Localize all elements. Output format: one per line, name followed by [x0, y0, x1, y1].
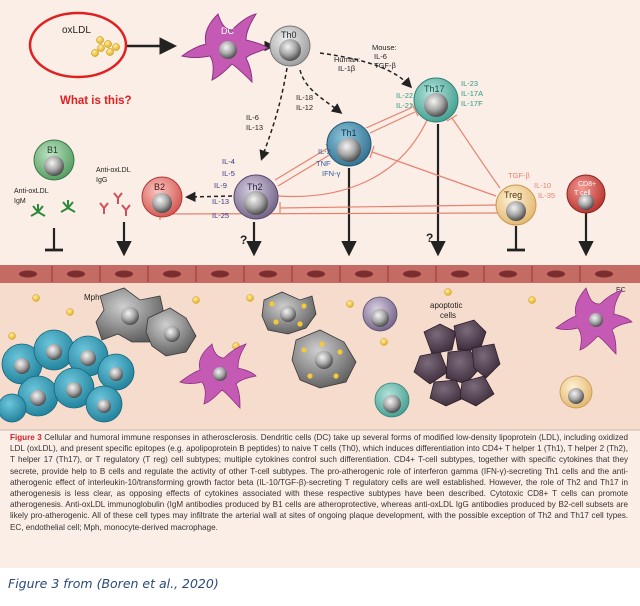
dc-right-nucleus	[589, 313, 603, 327]
mouse-tgfb-label: TGF-β	[374, 61, 396, 70]
macrophage-1-nucleus	[121, 307, 139, 325]
th2-in-plaque-nucleus	[371, 309, 389, 327]
monocyte-nuclei	[14, 344, 123, 413]
th0-nucleus	[279, 39, 301, 61]
treg-th2-inhibit-line	[279, 204, 497, 209]
th1-tnf-label: TNF	[316, 159, 331, 168]
human-il1b-label: IL-1β	[338, 64, 356, 73]
th0-to-th1-arrow	[299, 69, 343, 114]
human-label: Human:	[334, 55, 360, 64]
th2-th1-inhibit-line-2	[277, 153, 332, 187]
apoptotic-label-2: cells	[440, 311, 456, 320]
th2-th17-inhibit-curve	[277, 117, 429, 198]
apoptotic-cell-cluster	[413, 319, 501, 407]
th0-to-th17-arrow	[319, 52, 413, 89]
il12-label: IL-12	[296, 103, 313, 112]
b1-antibody-label-2: IgM	[14, 198, 26, 205]
th1-th17-inhibit-bar	[411, 103, 419, 117]
il17a-label: IL-17A	[461, 89, 483, 98]
caption-figure-label: Figure 3	[10, 433, 42, 442]
foam-cell-2-nucleus	[315, 351, 333, 369]
il13-label: IL-13	[246, 123, 263, 132]
th2-nucleus	[244, 191, 268, 215]
th1-il2-label: IL-2	[318, 147, 331, 156]
b2-nucleus	[152, 193, 172, 213]
oxldl-highlight-oval	[28, 11, 128, 79]
dc-in-plaque-nucleus	[213, 367, 227, 381]
treg-b2-inhibit-line	[159, 212, 499, 215]
il17f-label: IL-17F	[461, 99, 483, 108]
th17-label: Th17	[424, 84, 445, 94]
treg-il10-label: IL-10	[534, 181, 551, 190]
treg-tgfb-label: TGF-β	[508, 171, 530, 180]
figure-source: Figure 3 from (Boren et al., 2020)	[8, 576, 219, 591]
th1-th17-inhibit-line-2	[365, 107, 412, 129]
il23-label: IL-23	[461, 79, 478, 88]
mouse-label: Mouse:	[372, 43, 397, 52]
caption-box: Figure 3 Cellular and humoral immune res…	[10, 432, 628, 566]
th0-label: Th0	[281, 30, 297, 40]
th2-il13-label: IL-13	[212, 197, 229, 206]
b2-antibody-label-1: Anti-oxLDL	[96, 167, 131, 174]
b1-antibody-label-1: Anti-oxLDL	[14, 188, 49, 195]
th2-il5-label: IL-5	[222, 169, 235, 178]
igg-antibodies	[99, 192, 131, 216]
foam-lipid-droplets	[269, 301, 343, 379]
th2-to-b2-arrow	[185, 191, 233, 203]
th17-in-plaque-nucleus	[383, 395, 401, 413]
oxldl-label: oxLDL	[62, 25, 91, 36]
th2-il25-label: IL-25	[212, 211, 229, 220]
question-label: What is this?	[60, 95, 132, 107]
th1-label: Th1	[341, 128, 357, 138]
th17-question-mark: ?	[426, 231, 433, 245]
dc-label: DC	[221, 26, 234, 36]
apoptotic-label-1: apoptotic	[430, 301, 462, 310]
endothelial-junctions	[51, 266, 581, 282]
figure-caption: Figure 3 Cellular and humoral immune res…	[10, 432, 628, 533]
th1-nucleus	[337, 138, 361, 162]
th1-ifng-label: IFN-γ	[322, 169, 341, 178]
cd8-label-2: T cell	[574, 190, 591, 197]
b2-antibody-label-2: IgG	[96, 177, 107, 184]
treg-il35-label: IL-35	[538, 191, 555, 200]
mouse-il6-label: IL-6	[374, 52, 387, 61]
th2-th1-inhibit-line-1	[274, 147, 329, 181]
b2-label: B2	[154, 182, 165, 192]
dc-nucleus	[219, 41, 237, 59]
foam-cell-1-nucleus	[280, 306, 296, 322]
th1-th17-inhibit-line-1	[369, 111, 416, 134]
cd8-label-1: CD8+	[578, 181, 596, 188]
mph-label: Mph	[84, 293, 100, 302]
treg-in-plaque-nucleus	[568, 388, 584, 404]
th2-question-mark: ?	[240, 233, 247, 247]
il22-label: IL-22	[396, 91, 413, 100]
treg-th17-inhibit-bar	[446, 114, 458, 122]
macrophage-2-nucleus	[164, 326, 180, 342]
treg-th1-inhibit-bar	[369, 145, 375, 159]
b1-label: B1	[47, 145, 58, 155]
igm-antibodies	[30, 200, 76, 217]
th2-label: Th2	[247, 182, 263, 192]
th2-il9-label: IL-9	[214, 181, 227, 190]
figure-panel: EC oxL	[0, 0, 640, 568]
treg-label: Treg	[504, 190, 522, 200]
il6-label: IL-6	[246, 113, 259, 122]
immune-response-diagram: EC oxL	[0, 11, 640, 431]
endothelial-cells	[19, 270, 613, 278]
caption-text: Cellular and humoral immune responses in…	[10, 433, 628, 532]
th2-il4-label: IL-4	[222, 157, 235, 166]
oxldl-particles	[91, 36, 120, 57]
treg-nucleus	[506, 201, 526, 221]
b1-nucleus	[44, 156, 64, 176]
cd8-nucleus	[578, 194, 594, 210]
treg-th17-inhibit-line	[451, 117, 501, 189]
il21-label: IL-21	[396, 101, 413, 110]
th17-nucleus	[424, 93, 448, 117]
il18-label: IL-18	[296, 93, 313, 102]
treg-th1-inhibit-line	[371, 151, 497, 197]
th0-to-th2-arrow	[259, 67, 288, 161]
